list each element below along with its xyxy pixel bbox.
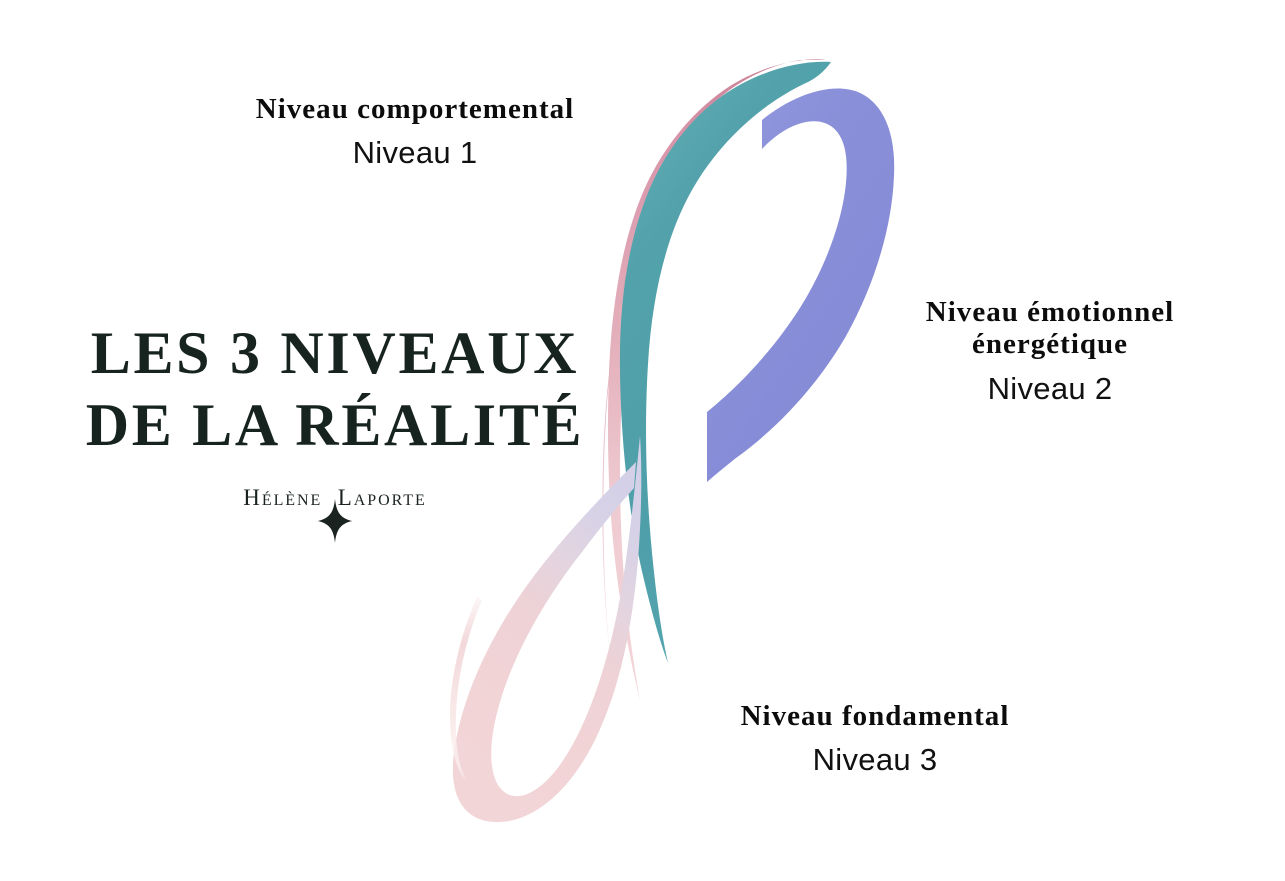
sparkle-icon [317,499,352,544]
level-2-label-group: Niveau émotionnel énergétique Niveau 2 [830,296,1270,407]
level-3-name: Niveau fondamental [740,700,1010,732]
page-title-line-1: LES 3 NIVEAUX [90,320,580,386]
author-last-name: Laporte [337,485,427,511]
author-byline: Hélène Laporte [243,485,427,544]
lower-loop-thin-tail-path [450,597,482,780]
title-block: LES 3 NIVEAUX DE LA RÉALITÉ Hélène Lapor… [70,320,600,544]
level-3-number: Niveau 3 [812,742,938,778]
level-1-label-group: Niveau comportemental Niveau 1 [130,93,700,171]
level-1-name: Niveau comportemental [255,93,575,125]
rose-thin-tail-path [602,143,690,672]
level-2-number: Niveau 2 [987,370,1113,406]
level-2-name-line-1: Niveau émotionnel [925,296,1175,328]
page-title-line-2: DE LA RÉALITÉ [85,391,585,458]
level-2-name-line-2: énergétique [971,328,1129,361]
level-3-label-group: Niveau fondamental Niveau 3 [640,700,1110,778]
level-1-number: Niveau 1 [352,135,478,171]
author-first-name: Hélène [243,485,323,511]
periwinkle-ribbon-path [707,88,895,483]
